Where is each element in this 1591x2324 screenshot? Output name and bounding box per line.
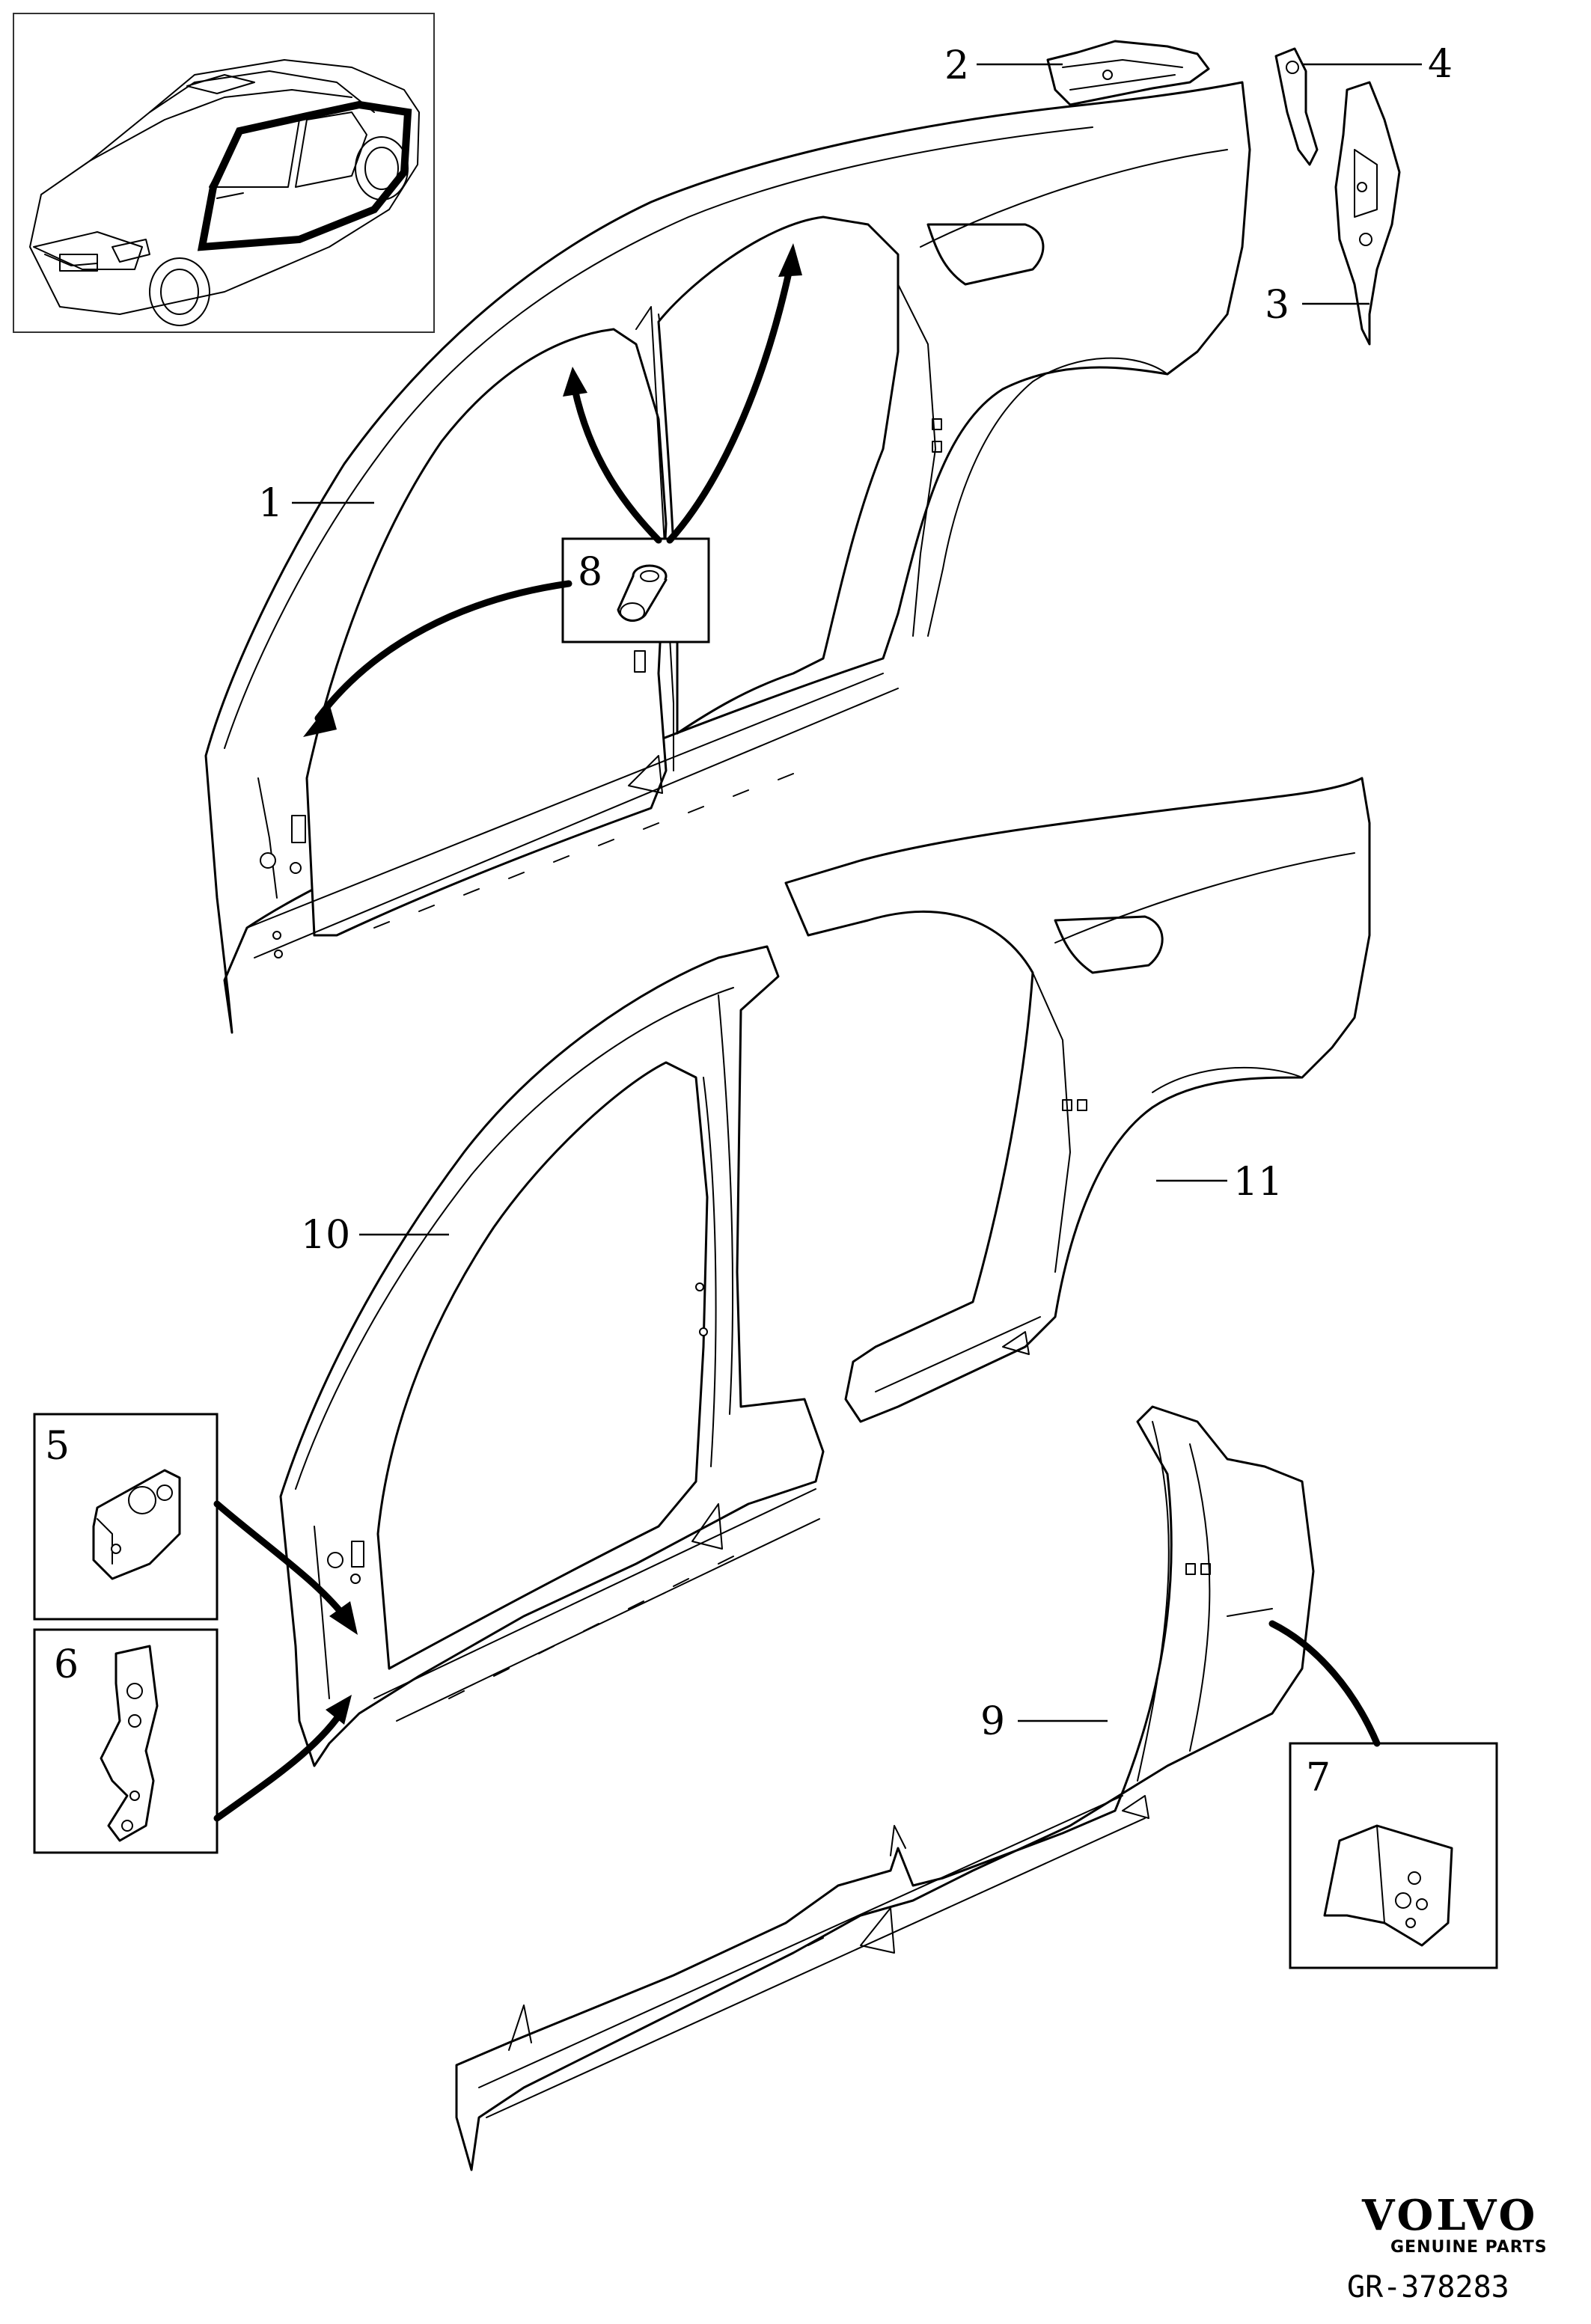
part-9-sill (455, 1405, 1315, 2171)
bracket-6-icon (100, 1645, 159, 1842)
part-10-front-panel (279, 945, 825, 1767)
callout-6: 6 (54, 1642, 79, 1687)
part-8-arrows (303, 243, 802, 737)
callout-1: 1 (258, 481, 283, 526)
part-4-clip (1274, 47, 1319, 166)
bracket-5-icon (92, 1469, 181, 1580)
part-6-detail-box (33, 1628, 219, 1854)
side-panel-assembly (204, 81, 1251, 1034)
brand-tagline: GENUINE PARTS (1390, 2238, 1548, 2257)
leader-lines (292, 63, 1422, 1722)
part-7-arrow (1268, 1620, 1381, 1747)
callout-7: 7 (1306, 1755, 1331, 1800)
bracket-7-icon (1323, 1824, 1453, 1947)
callout-4: 4 (1428, 42, 1453, 87)
callout-2: 2 (944, 43, 969, 88)
callout-3: 3 (1265, 283, 1289, 328)
part-7-detail-box (1289, 1742, 1498, 1969)
part-2-bracket (1046, 40, 1210, 106)
callout-9: 9 (980, 1699, 1005, 1744)
callout-11: 11 (1233, 1160, 1283, 1205)
callout-labels: 1 2 3 4 5 6 7 8 9 10 11 (45, 42, 1453, 1800)
part-8-detail-box (561, 537, 710, 643)
part-3-reinforcement (1334, 81, 1401, 346)
rivet-nut-icon (617, 564, 668, 622)
brand-logo: VOLVO GENUINE PARTS (1361, 2191, 1548, 2257)
callout-10: 10 (301, 1213, 350, 1258)
overview-thumbnail (13, 13, 435, 333)
reference-number: GR-378283 (1347, 2270, 1509, 2305)
brand-name: VOLVO (1361, 2191, 1538, 2240)
callout-5: 5 (45, 1424, 70, 1469)
part-11-rear-quarter (784, 777, 1371, 1423)
parts-5-6-arrows (213, 1500, 358, 1822)
part-5-detail-box (33, 1413, 219, 1621)
callout-8: 8 (578, 550, 602, 595)
